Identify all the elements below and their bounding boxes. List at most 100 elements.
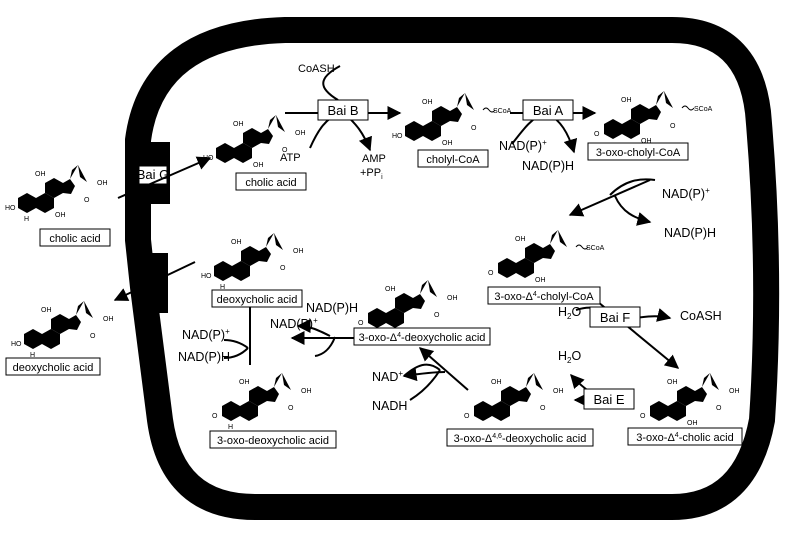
- cofactor-nadph-a: NAD(P)H: [522, 159, 574, 173]
- svg-text:OH: OH: [491, 379, 502, 386]
- label-deoxycholic-acid-outside: deoxycholic acid: [5, 357, 101, 376]
- svg-text:O: O: [212, 413, 218, 420]
- mol-3-oxo-d46-deoxycholic-acid: O OH O OH: [464, 371, 564, 421]
- mol-3-oxo-d4-deoxycholic-acid: O OH O OH: [358, 278, 458, 328]
- mol-deoxycholic-acid-inside: HO OH O OH H: [201, 231, 304, 291]
- svg-text:HO: HO: [392, 133, 403, 140]
- svg-text:OH: OH: [641, 138, 652, 145]
- svg-text:OH: OH: [35, 171, 46, 178]
- svg-text:OH: OH: [385, 286, 396, 293]
- svg-text:OH: OH: [231, 239, 242, 246]
- cofactor-nadph-b: NAD(P)H: [664, 226, 716, 240]
- cofactor-labels: CoASH ATP AMP +PPi NAD(P)+ NAD(P)H NAD(P…: [178, 63, 722, 413]
- enzyme-bai-b: Bai B: [317, 99, 369, 121]
- svg-text:OH: OH: [515, 236, 526, 243]
- label-3-oxo-d4-cholyl-coa: 3-oxo-Δ4-cholyl-CoA: [487, 286, 601, 305]
- cofactor-nadp-plus-d: NAD(P)+: [182, 327, 230, 342]
- label-3-oxo-d4-cholic-acid: 3-oxo-Δ4-cholic acid: [627, 427, 743, 446]
- cofactor-amp: AMP: [362, 153, 386, 165]
- cofactor-h2o-f: H2O: [558, 305, 581, 321]
- svg-text:O: O: [540, 405, 546, 412]
- cofactor-nad-plus: NAD+: [372, 369, 403, 384]
- svg-text:OH: OH: [667, 379, 678, 386]
- svg-text:O: O: [358, 320, 364, 327]
- svg-text:HO: HO: [201, 273, 212, 280]
- mol-3-oxo-d4-cholic-acid: O OH OH O OH: [640, 371, 740, 427]
- svg-text:O: O: [84, 197, 90, 204]
- enzyme-bai-e: Bai E: [583, 388, 635, 410]
- svg-text:O: O: [670, 123, 676, 130]
- mol-cholic-acid-outside: HO OH OH O OH H: [5, 163, 108, 223]
- svg-text:O: O: [282, 147, 288, 154]
- svg-text:OH: OH: [239, 379, 250, 386]
- svg-text:OH: OH: [535, 277, 546, 284]
- label-cholic-acid-outside: cholic acid: [39, 228, 111, 247]
- mol-cholyl-coa: HO OH OH O SCoA: [392, 91, 512, 147]
- cofactor-nadp-plus-c: NAD(P)+: [270, 316, 318, 331]
- svg-text:OH: OH: [621, 97, 632, 104]
- svg-text:O: O: [488, 270, 494, 277]
- cofactor-nadph-c: NAD(P)H: [306, 301, 358, 315]
- mol-cholic-acid-inside: HO OH OH O OH: [203, 113, 306, 169]
- svg-text:3-oxo-Δ4-cholyl-CoA: 3-oxo-Δ4-cholyl-CoA: [494, 291, 594, 303]
- svg-text:O: O: [434, 312, 440, 319]
- label-3-oxo-d46-deoxycholic-acid: 3-oxo-Δ4,6-deoxycholic acid: [446, 428, 594, 447]
- svg-text:OH: OH: [41, 307, 52, 314]
- cofactor-nadp-plus-b: NAD(P)+: [662, 186, 710, 201]
- label-deoxycholic-acid-inside: deoxycholic acid: [211, 289, 303, 308]
- svg-text:OH: OH: [553, 388, 564, 395]
- svg-text:OH: OH: [729, 388, 740, 395]
- svg-text:Bai F: Bai F: [600, 310, 630, 325]
- svg-text:H: H: [30, 352, 35, 359]
- cofactor-nadh: NADH: [372, 399, 407, 413]
- svg-text:3-oxo-cholyl-CoA: 3-oxo-cholyl-CoA: [596, 147, 681, 159]
- svg-text:deoxycholic acid: deoxycholic acid: [217, 294, 298, 306]
- svg-text:cholic acid: cholic acid: [49, 233, 100, 245]
- mol-3-oxo-cholyl-coa: O OH OH O SCoA: [594, 89, 713, 145]
- cofactor-coash-in: CoASH: [298, 63, 335, 75]
- svg-text:OH: OH: [442, 140, 453, 147]
- svg-text:3-oxo-Δ4-deoxycholic acid: 3-oxo-Δ4-deoxycholic acid: [359, 332, 486, 344]
- cofactor-h2o-e: H2O: [558, 349, 581, 365]
- label-cholic-acid-inside: cholic acid: [235, 172, 307, 191]
- label-cholyl-coa: cholyl-CoA: [417, 149, 489, 168]
- cofactor-coash-out: CoASH: [680, 309, 722, 323]
- svg-text:OH: OH: [103, 316, 114, 323]
- svg-text:3-oxo-Δ4-cholic acid: 3-oxo-Δ4-cholic acid: [636, 432, 733, 444]
- svg-text:OH: OH: [233, 121, 244, 128]
- mol-3-oxo-deoxycholic-acid: O OH O OH H: [212, 371, 312, 431]
- svg-text:SCoA: SCoA: [586, 245, 605, 252]
- label-3-oxo-cholyl-coa: 3-oxo-cholyl-CoA: [587, 142, 689, 161]
- svg-text:OH: OH: [687, 420, 698, 427]
- svg-text:HO: HO: [11, 341, 22, 348]
- svg-text:SCoA: SCoA: [694, 106, 713, 113]
- svg-text:SCoA: SCoA: [493, 108, 512, 115]
- svg-text:OH: OH: [293, 248, 304, 255]
- label-3-oxo-d4-deoxycholic-acid: 3-oxo-Δ4-deoxycholic acid: [353, 327, 491, 346]
- cofactor-atp: ATP: [280, 152, 301, 164]
- svg-text:O: O: [90, 333, 96, 340]
- svg-text:O: O: [288, 405, 294, 412]
- svg-text:O: O: [471, 125, 477, 132]
- svg-text:O: O: [640, 413, 646, 420]
- svg-text:O: O: [716, 405, 722, 412]
- svg-text:OH: OH: [295, 130, 306, 137]
- svg-text:Bai E: Bai E: [593, 392, 624, 407]
- svg-text:O: O: [594, 131, 600, 138]
- svg-text:OH: OH: [55, 212, 66, 219]
- bai-g-label: Bai G: [137, 167, 170, 182]
- cofactor-ppi: +PPi: [360, 167, 383, 181]
- svg-text:OH: OH: [447, 295, 458, 302]
- svg-text:H: H: [24, 216, 29, 223]
- svg-text:3-oxo-deoxycholic acid: 3-oxo-deoxycholic acid: [217, 435, 329, 447]
- svg-text:OH: OH: [301, 388, 312, 395]
- cofactor-nadph-d: NAD(P)H: [178, 350, 230, 364]
- label-3-oxo-deoxycholic-acid: 3-oxo-deoxycholic acid: [209, 430, 337, 449]
- svg-text:OH: OH: [97, 180, 108, 187]
- svg-text:OH: OH: [422, 99, 433, 106]
- enzyme-bai-a: Bai A: [522, 99, 574, 121]
- svg-text:cholyl-CoA: cholyl-CoA: [426, 154, 480, 166]
- svg-text:HO: HO: [5, 205, 16, 212]
- mol-deoxycholic-acid-outside: HO OH O OH H: [11, 299, 114, 359]
